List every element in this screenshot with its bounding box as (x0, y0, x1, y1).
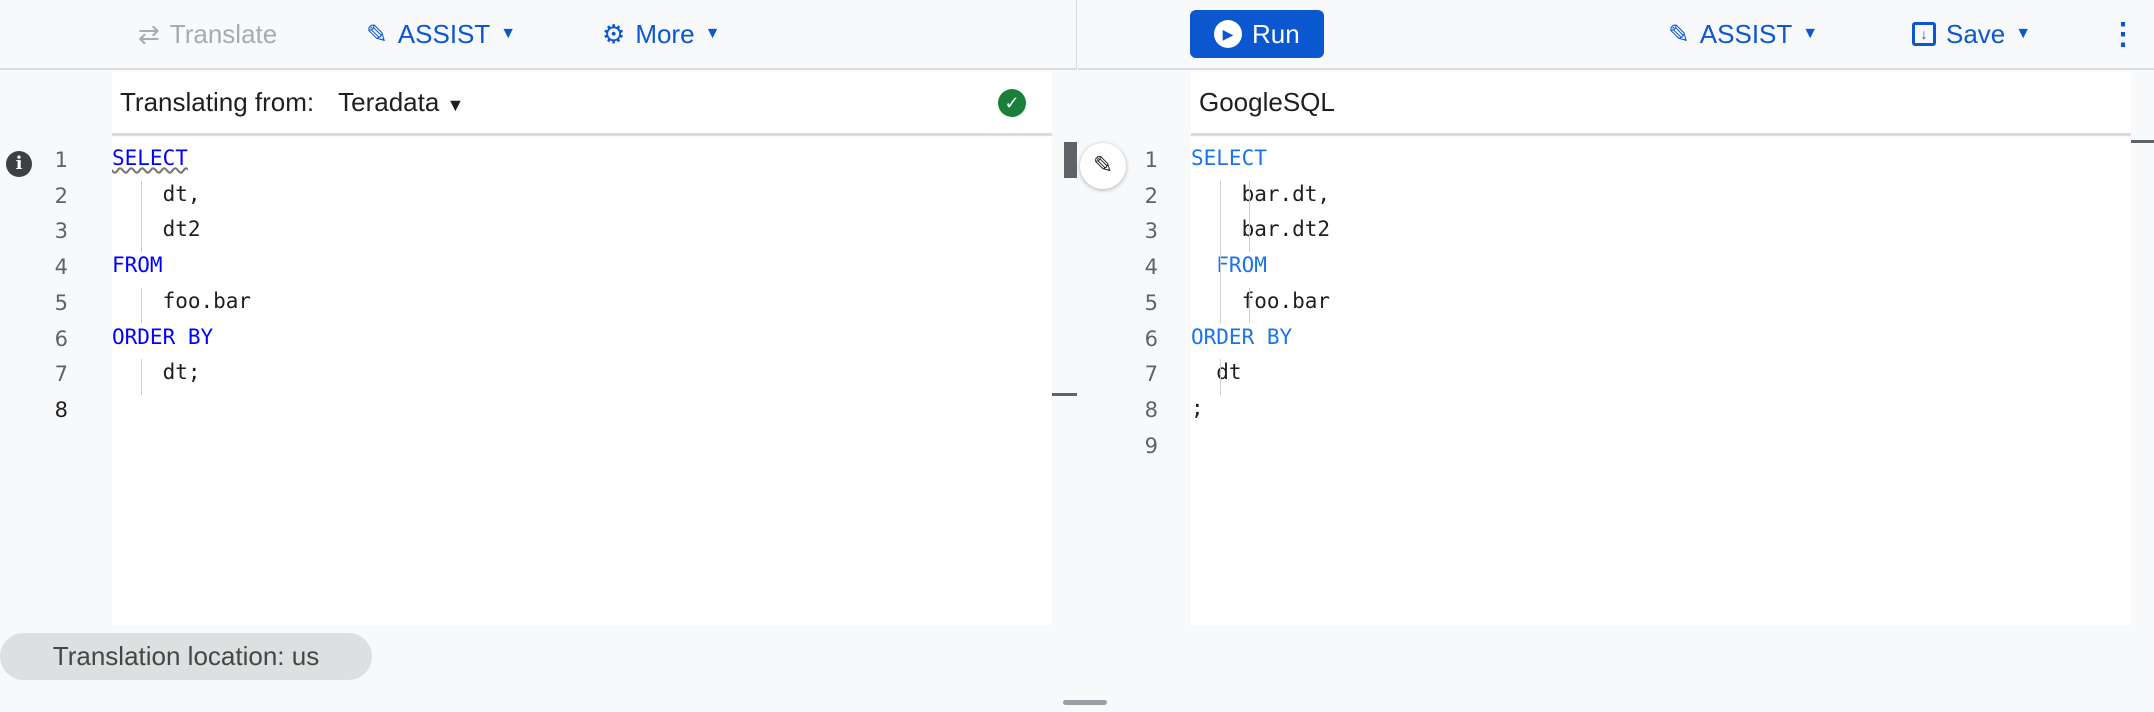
assist-button-left[interactable]: ✎ASSIST▼ (366, 18, 517, 49)
source-ruler-mark (1052, 393, 1077, 396)
line-number: 3 (1144, 219, 1158, 244)
line-number: 8 (1144, 397, 1158, 422)
code-line: dt; (112, 360, 201, 385)
target-editor[interactable] (1191, 137, 2131, 625)
indent-guide (141, 359, 142, 395)
target-toolbar: ▶Run ✎ASSIST▼ ↓Save▼ ⋮ (1078, 0, 2154, 70)
more-vert-icon[interactable]: ⋮ (2108, 17, 2138, 51)
line-number: 7 (1144, 362, 1158, 387)
line-number: 2 (1144, 183, 1158, 208)
indent-guide (141, 287, 142, 324)
line-number: 1 (54, 148, 68, 172)
indent-guide (1249, 180, 1250, 253)
code-line: foo.bar (112, 288, 252, 313)
swap-icon: ⇄ (138, 18, 160, 49)
indent-guide (1249, 287, 1250, 324)
more-button[interactable]: ⚙More▼ (602, 18, 721, 49)
caret-down-icon: ▼ (704, 25, 721, 42)
line-number: 9 (1144, 433, 1158, 458)
assist-button-right[interactable]: ✎ASSIST▼ (1668, 18, 1819, 49)
source-editor[interactable] (112, 137, 1052, 625)
line-number: 5 (54, 290, 68, 315)
line-number: 8 (54, 397, 68, 422)
resize-handle[interactable] (1063, 700, 1107, 705)
code-line: SELECT (112, 146, 188, 170)
caret-down-icon: ▼ (2015, 25, 2032, 42)
caret-down-icon: ▼ (446, 95, 465, 115)
target-ruler-mark (2131, 140, 2154, 143)
code-line: bar.dt, (1191, 181, 1331, 206)
assist-inline-button[interactable]: ✎ (1080, 143, 1126, 189)
gear-icon: ⚙ (602, 18, 626, 49)
code-line: dt, (112, 181, 201, 206)
run-button[interactable]: ▶Run (1190, 10, 1324, 58)
code-line: ORDER BY (112, 324, 214, 349)
line-number: 5 (1144, 290, 1158, 315)
line-number: 4 (54, 255, 68, 280)
indent-guide (1220, 359, 1221, 395)
save-button[interactable]: ↓Save▼ (1912, 19, 2031, 50)
caret-down-icon: ▼ (500, 25, 517, 42)
play-icon: ▶ (1214, 20, 1242, 48)
code-line: dt (1191, 360, 1242, 385)
line-number: 4 (1144, 255, 1158, 280)
line-number: 2 (54, 183, 68, 208)
save-icon: ↓ (1912, 22, 1936, 46)
code-line: FROM (1191, 253, 1267, 278)
source-toolbar: ⇄Translate ✎ASSIST▼ ⚙More▼ (0, 0, 1077, 70)
source-scrollbar[interactable] (1064, 142, 1077, 178)
code-line: ORDER BY (1191, 324, 1293, 349)
line-number: 7 (54, 362, 68, 387)
code-line: ; (1191, 395, 1204, 420)
dialect-select[interactable]: Teradata ▼ (338, 87, 465, 117)
magic-pen-icon: ✎ (366, 18, 388, 49)
check-circle-icon: ✓ (998, 88, 1026, 117)
translate-button[interactable]: ⇄Translate (138, 18, 278, 49)
code-line: FROM (112, 253, 163, 278)
code-line: foo.bar (1191, 288, 1331, 313)
indent-guide (1220, 180, 1221, 324)
line-number: 6 (1144, 326, 1158, 351)
code-line: bar.dt2 (1191, 217, 1331, 242)
caret-down-icon: ▼ (1802, 25, 1819, 42)
target-dialect-bar: GoogleSQL (1191, 72, 2131, 136)
code-line: dt2 (112, 217, 201, 242)
info-icon[interactable]: i (6, 151, 32, 177)
line-number: 3 (54, 219, 68, 244)
code-line: SELECT (1191, 146, 1267, 170)
magic-pen-icon: ✎ (1668, 18, 1690, 49)
line-number: 1 (1144, 148, 1158, 172)
translation-location-chip[interactable]: Translation location: us (0, 633, 372, 680)
indent-guide (141, 180, 142, 253)
line-number: 6 (54, 326, 68, 351)
source-dialect-bar: Translating from: Teradata ▼ ✓ (112, 72, 1052, 136)
